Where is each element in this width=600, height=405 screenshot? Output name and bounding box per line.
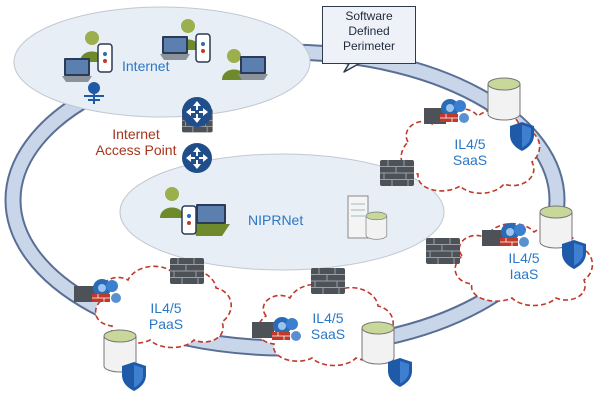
laptop-icon-3 — [238, 56, 268, 80]
database-icon-niprnet — [365, 211, 388, 240]
firewall-icon-paas-small — [74, 286, 96, 302]
sdp-callout-text: Software Defined Perimeter — [322, 9, 416, 54]
paas-cloud — [94, 265, 232, 349]
saas-bottom-cloud — [256, 283, 394, 367]
internet-access-point-label: Internet Access Point — [86, 126, 186, 158]
phone-icon-1 — [97, 43, 113, 73]
database-icon-saas-bottom — [361, 321, 395, 365]
iaas-label: IL4/5 IaaS — [494, 250, 554, 282]
iaas-line-2: IaaS — [509, 266, 539, 283]
server-icon — [347, 195, 369, 239]
sdp-callout — [322, 6, 416, 64]
shield-icon-saas-bottom — [388, 358, 412, 387]
phone-icon-2 — [195, 33, 211, 63]
firewall-icon-niprnet-saas — [379, 159, 415, 187]
saas-bottom-line-2: SaaS — [310, 326, 346, 343]
internet-access-point-line-2: Access Point — [95, 142, 177, 159]
saas-bottom-line-1: IL4/5 — [312, 310, 344, 326]
shield-icon-paas — [122, 362, 146, 391]
sdp-line-3: Perimeter — [342, 39, 395, 53]
firewall-icon-saas-bottom-small — [252, 322, 274, 338]
laptop-icon-niprnet — [192, 204, 230, 236]
database-icon-saas-top — [487, 77, 521, 121]
saas-top-line-1: IL4/5 — [454, 136, 486, 152]
firewall-icon-niprnet-paas — [169, 257, 205, 285]
sdp-line-1: Software — [345, 9, 393, 23]
paas-label: IL4/5 PaaS — [136, 300, 196, 332]
network-node-icon — [84, 82, 104, 104]
internet-label: Internet — [122, 58, 170, 74]
phone-icon-niprnet — [181, 205, 197, 235]
paas-line-1: IL4/5 — [150, 300, 182, 316]
internet-access-point-line-1: Internet — [112, 126, 160, 142]
firewall-icon-iaas-small — [482, 230, 504, 246]
saas-top-label: IL4/5 SaaS — [440, 136, 500, 168]
laptop-icon-2 — [160, 36, 190, 60]
niprnet-label: NIPRNet — [248, 212, 304, 228]
saas-bottom-label: IL4/5 SaaS — [298, 310, 358, 342]
router-icon-top — [182, 97, 212, 127]
firewall-icon-niprnet-saas-bottom — [310, 267, 346, 295]
laptop-icon-1 — [62, 58, 92, 82]
database-icon-iaas — [539, 205, 573, 249]
saas-top-line-2: SaaS — [452, 152, 488, 169]
paas-line-2: PaaS — [148, 316, 184, 333]
iaas-line-1: IL4/5 — [508, 250, 540, 266]
firewall-icon-niprnet-iaas — [425, 237, 461, 265]
niprnet-zone — [119, 153, 445, 271]
sdp-line-2: Defined — [348, 24, 390, 38]
router-icon-bottom — [182, 143, 212, 173]
